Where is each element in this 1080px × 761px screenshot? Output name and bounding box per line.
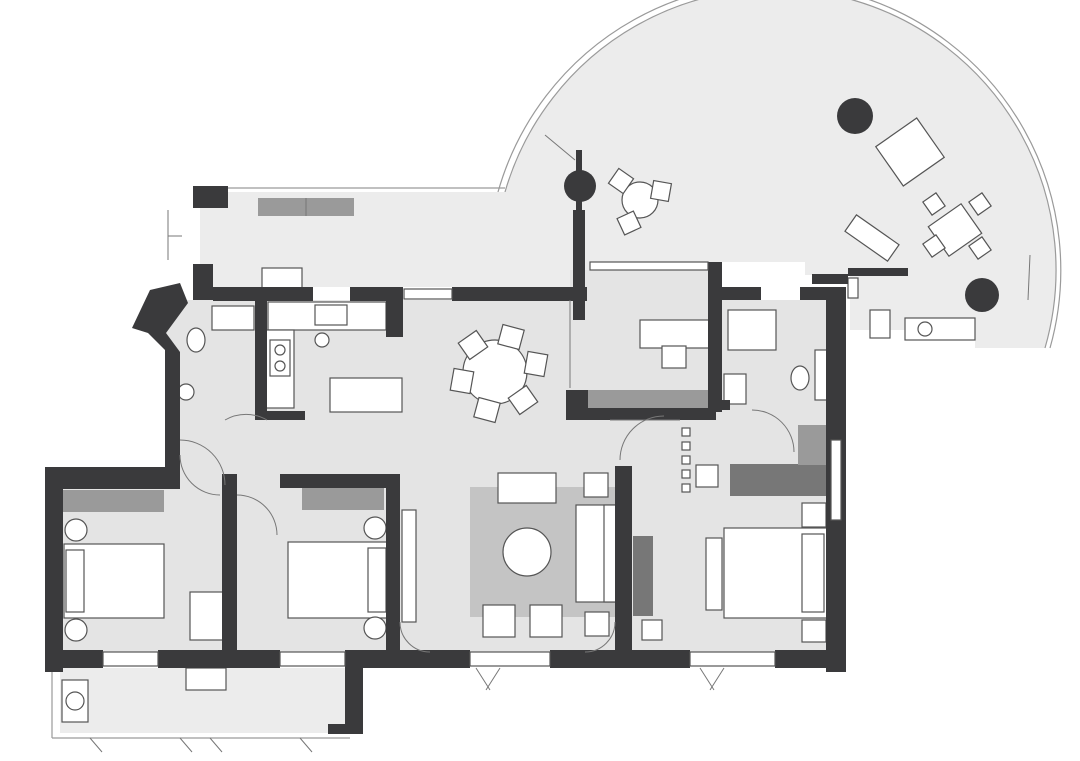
bed-2-pillow bbox=[367, 547, 387, 613]
nightstand-m1 bbox=[801, 502, 827, 528]
side-table-bottom bbox=[584, 611, 610, 637]
desk-b1 bbox=[189, 591, 225, 641]
terrace-lounge bbox=[874, 117, 946, 187]
nightstand-2b bbox=[363, 616, 387, 640]
fridge bbox=[261, 267, 303, 289]
toilet-west bbox=[186, 327, 206, 353]
terrace-toilet bbox=[869, 309, 891, 339]
wardrobe-b1 bbox=[62, 490, 164, 512]
ottoman-top bbox=[497, 472, 557, 504]
terrace-rail bbox=[497, 0, 1062, 349]
study-desk bbox=[639, 319, 711, 349]
bar-stool bbox=[695, 464, 719, 488]
terrace-bench bbox=[844, 214, 900, 262]
bed-master-pillow bbox=[801, 533, 825, 613]
bar-counter bbox=[730, 464, 826, 496]
side-table-top bbox=[583, 472, 609, 498]
sink-south bbox=[185, 667, 227, 691]
nightstand-1a bbox=[64, 518, 88, 542]
plant-3 bbox=[965, 278, 999, 312]
dining-set bbox=[449, 323, 549, 424]
bar-counter-top bbox=[798, 425, 826, 465]
kitchen-bowl bbox=[314, 332, 330, 348]
curved-terrace-floor bbox=[505, 0, 1057, 348]
plant-2 bbox=[837, 98, 873, 134]
tv-console bbox=[401, 509, 417, 623]
stool-strip bbox=[681, 427, 691, 493]
sofa-back bbox=[603, 504, 617, 603]
shower-east bbox=[727, 309, 777, 351]
openings bbox=[89, 134, 1031, 753]
tv-panel bbox=[633, 536, 653, 616]
nightstand-1b bbox=[64, 618, 88, 642]
walls bbox=[45, 150, 908, 734]
basin-west bbox=[177, 383, 195, 401]
study-chair bbox=[661, 345, 687, 369]
bed-1-pillow bbox=[65, 549, 85, 613]
nightstand-2a bbox=[363, 516, 387, 540]
dresser-master bbox=[641, 619, 663, 641]
terrace-shelf bbox=[847, 277, 859, 299]
nightstand-m2 bbox=[801, 619, 827, 643]
coffee-table bbox=[502, 527, 552, 577]
wardrobe-b2 bbox=[302, 488, 384, 510]
terrace-rail-inner bbox=[504, 0, 1057, 349]
kitchen-sink bbox=[314, 304, 348, 326]
toilet-east bbox=[790, 365, 810, 391]
armchair-right bbox=[529, 604, 563, 638]
study-cabinet bbox=[588, 390, 708, 410]
armchair-left bbox=[482, 604, 516, 638]
basin-east bbox=[723, 373, 747, 405]
shower-west bbox=[211, 305, 255, 331]
terrace-basin-counter bbox=[904, 317, 976, 341]
bench-master bbox=[705, 537, 723, 611]
kitchen-island bbox=[329, 377, 403, 413]
furniture bbox=[61, 98, 999, 723]
